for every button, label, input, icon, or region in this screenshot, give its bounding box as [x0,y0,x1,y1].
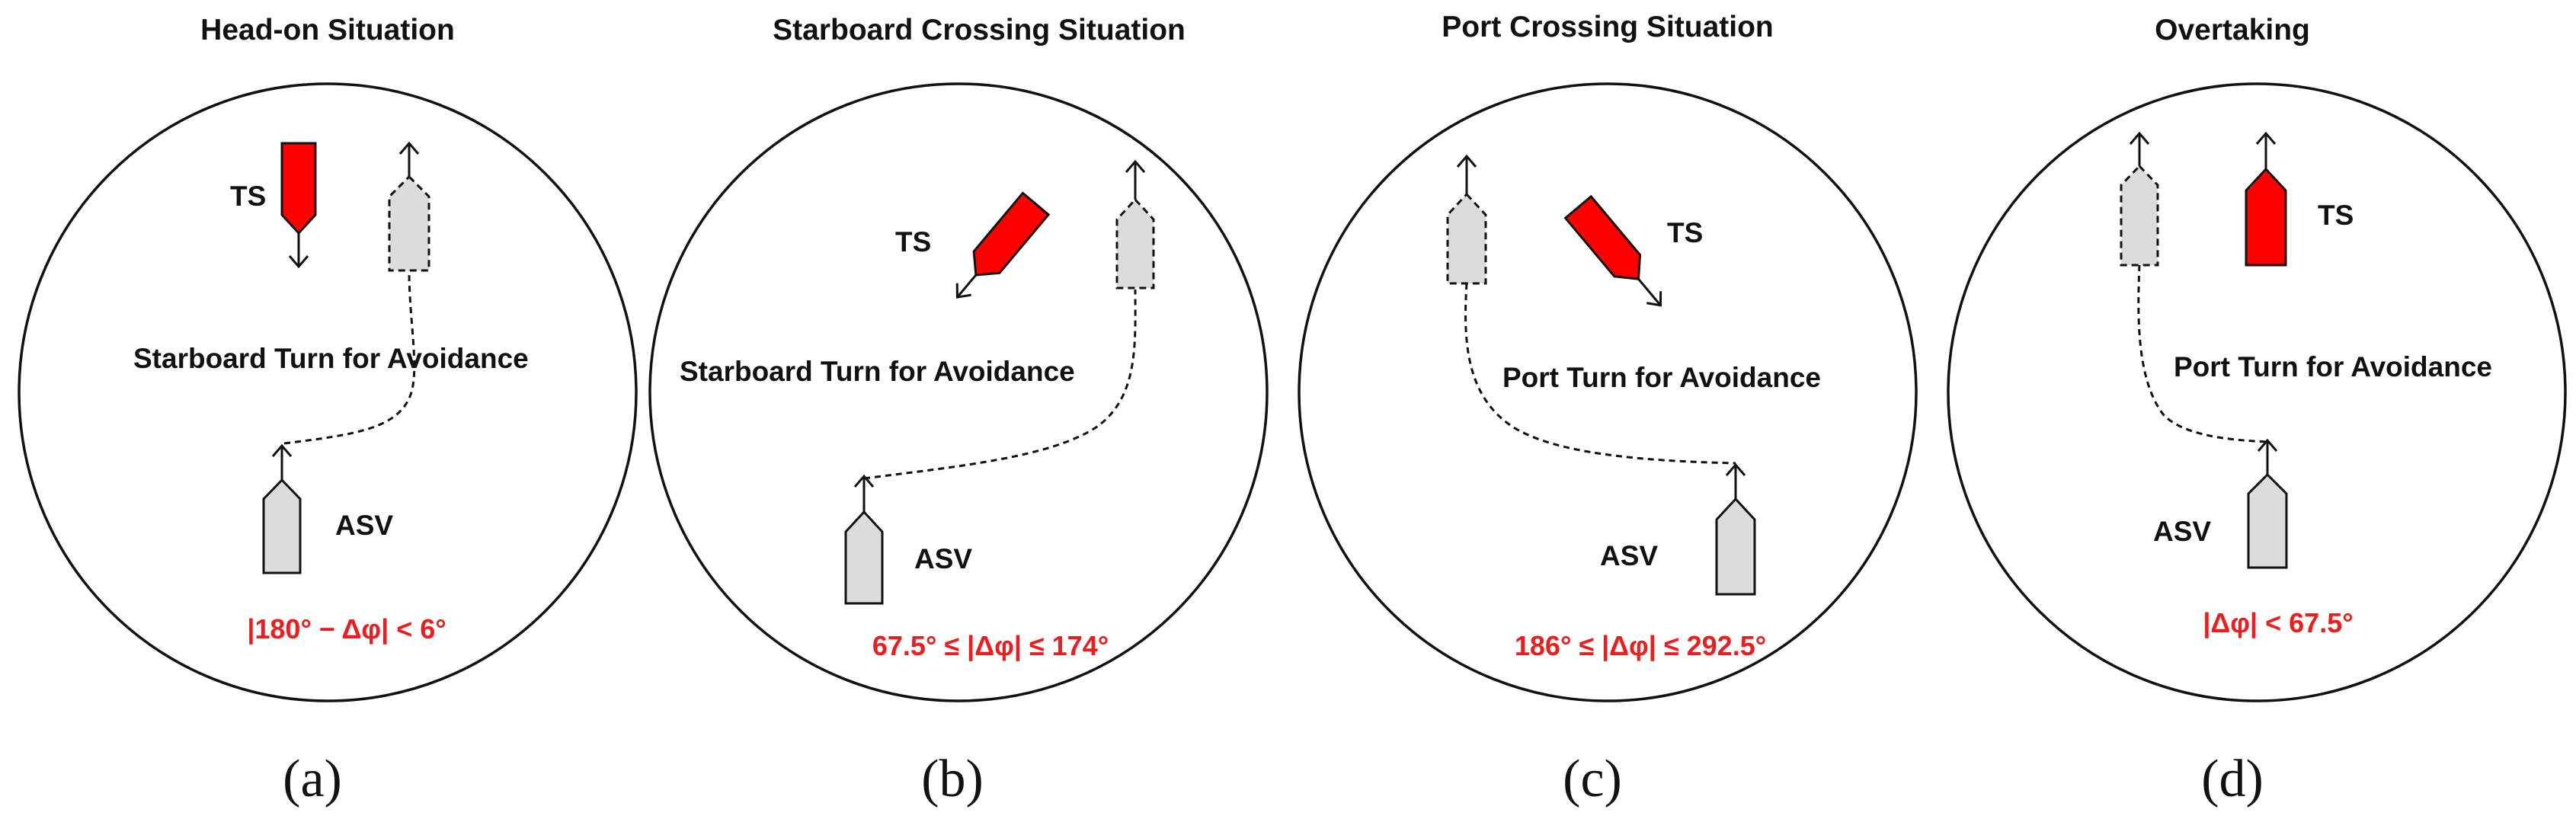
condition-formula: 67.5° ≤ |Δφ| ≤ 174° [872,630,1109,662]
avoidance-path [863,289,1137,480]
panel-port-crossing: Port Crossing Situation TS Port Turn for… [1298,11,1918,808]
avoidance-path [2137,264,2268,443]
own-ship-asv-icon [844,474,884,605]
asv-label: ASV [914,543,972,574]
target-ship-icon [2245,131,2287,267]
ts-label: TS [895,226,931,258]
future-position-ghost-icon [2120,131,2159,267]
ts-label: TS [1667,217,1703,248]
asv-label: ASV [335,510,393,541]
panel-caption: (c) [1563,750,1622,808]
ts-label: TS [230,181,266,212]
panel-overtaking: Overtaking TS Port Turn for Avoidance AS… [1947,14,2567,808]
future-position-ghost-icon [388,141,430,272]
condition-formula: |180° − Δφ| < 6° [247,613,446,645]
panel-title: Head-on Situation [200,14,455,46]
avoidance-path [283,270,416,445]
target-ship-icon [955,191,1051,299]
maneuver-label: Starboard Turn for Avoidance [680,356,1075,387]
condition-formula: 186° ≤ |Δφ| ≤ 292.5° [1515,630,1766,662]
encounter-circle [1298,82,1918,702]
future-position-ghost-icon [1115,159,1155,290]
maneuver-label: Port Turn for Avoidance [1502,362,1821,393]
panel-caption: (a) [283,750,342,808]
panel-caption: (d) [2201,750,2264,808]
panel-caption: (b) [921,750,984,808]
target-ship-icon [280,142,317,269]
avoidance-path [1464,283,1736,465]
own-ship-asv-icon [1715,462,1756,596]
panel-title: Starboard Crossing Situation [773,14,1186,46]
panel-head-on: Head-on Situation TS Starboard Turn for … [18,14,638,808]
target-ship-icon [1563,194,1662,307]
own-ship-asv-icon [2247,438,2288,569]
panel-title: Overtaking [2155,14,2310,46]
panel-starboard-crossing: Starboard Crossing Situation TS Starboar… [648,14,1269,808]
asv-label: ASV [2153,516,2211,547]
encounter-circle [1947,82,2567,702]
ts-label: TS [2318,200,2354,231]
future-position-ghost-icon [1446,154,1487,285]
maneuver-label: Port Turn for Avoidance [2174,351,2492,382]
panel-title: Port Crossing Situation [1442,11,1774,43]
asv-label: ASV [1600,540,1658,571]
maneuver-label: Starboard Turn for Avoidance [133,343,529,374]
encounter-circle [18,82,638,702]
own-ship-asv-icon [262,443,302,574]
condition-formula: |Δφ| < 67.5° [2203,607,2353,639]
encounter-circle [648,82,1269,702]
